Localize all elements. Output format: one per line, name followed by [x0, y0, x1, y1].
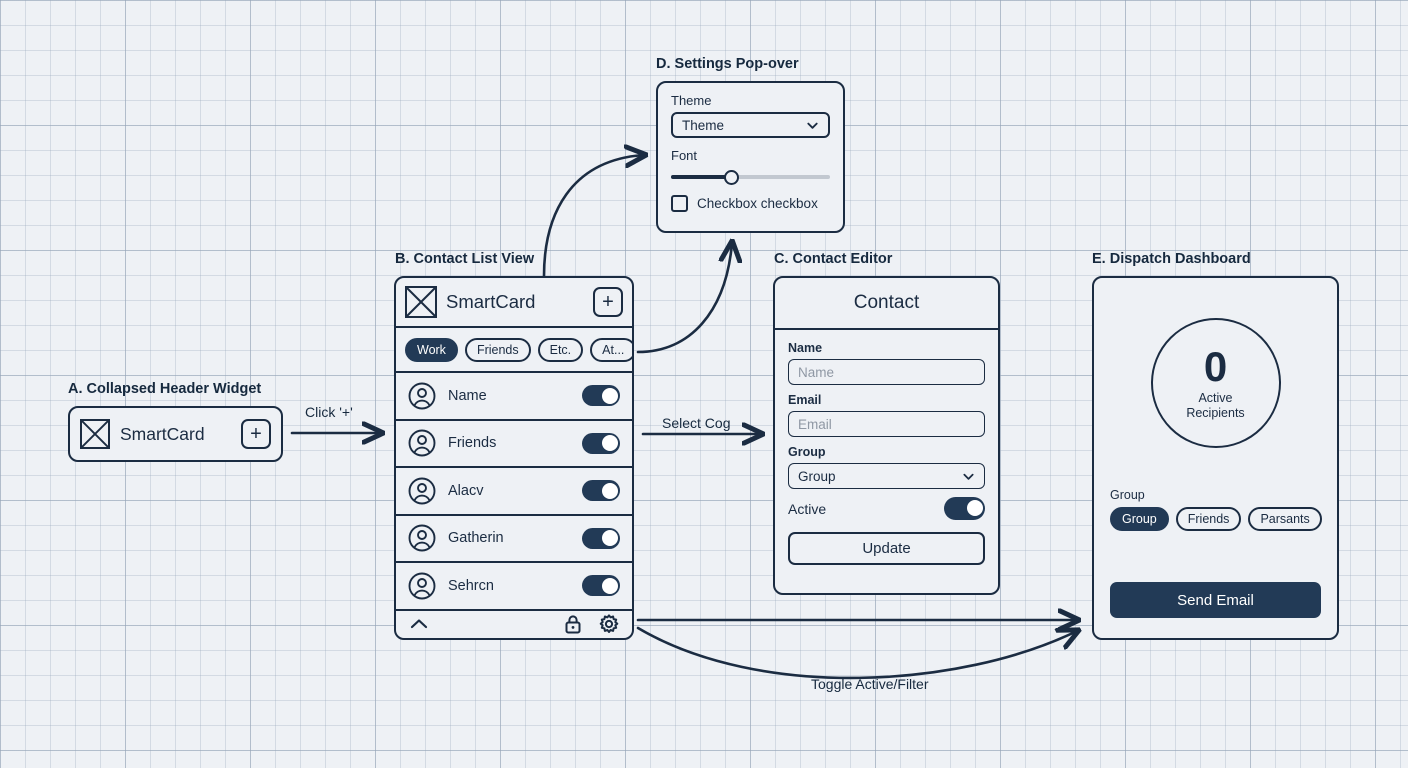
- gear-icon[interactable]: [598, 613, 620, 635]
- list-footer: [396, 611, 632, 639]
- contact-name: Name: [448, 387, 487, 404]
- group-chips[interactable]: Group Friends Parsants: [1110, 507, 1322, 531]
- group-label: Group: [1110, 488, 1145, 502]
- checkbox-label: Checkbox checkbox: [697, 196, 818, 211]
- arrow-b-to-e-curved: [636, 626, 1077, 680]
- avatar-icon: [408, 382, 436, 410]
- email-field[interactable]: Email: [788, 411, 985, 437]
- active-recipients-gauge: 0 Active Recipients: [1110, 278, 1321, 488]
- smartcard-logo-icon: [405, 286, 437, 318]
- name-field[interactable]: Name: [788, 359, 985, 385]
- slider-track: [671, 175, 830, 179]
- editor-form: Name Name Email Email Group Group Active…: [775, 330, 998, 593]
- checkbox-row[interactable]: Checkbox checkbox: [671, 195, 830, 212]
- theme-select-value: Theme: [682, 117, 725, 133]
- contact-active-toggle[interactable]: [582, 385, 620, 407]
- panel-settings-popover: Theme Theme Font Checkbox checkbox: [656, 81, 845, 233]
- contact-row[interactable]: Name: [396, 373, 632, 421]
- gauge-caption: Active Recipients: [1186, 391, 1244, 421]
- group-chip-friends[interactable]: Friends: [1175, 507, 1242, 531]
- active-recipients-count: 0: [1203, 342, 1228, 390]
- caption-b: B. Contact List View: [395, 251, 535, 267]
- list-title: SmartCard: [446, 291, 536, 312]
- contact-active-toggle[interactable]: [582, 575, 620, 597]
- contact-active-toggle[interactable]: [582, 527, 620, 549]
- group-filter-chips[interactable]: Work Friends Etc. At...: [396, 328, 632, 373]
- update-button[interactable]: Update: [788, 532, 985, 565]
- caption-a: A. Collapsed Header Widget: [68, 381, 262, 397]
- send-email-row: Send Email: [1110, 531, 1321, 638]
- send-email-button[interactable]: Send Email: [1110, 582, 1321, 618]
- theme-select[interactable]: Theme: [671, 112, 830, 138]
- contact-name: Friends: [448, 435, 497, 452]
- avatar-icon: [408, 477, 436, 505]
- name-label: Name: [788, 341, 823, 355]
- email-label: Email: [788, 393, 822, 407]
- contact-active-toggle[interactable]: [582, 480, 620, 502]
- gauge-caption-line1: Active: [1198, 390, 1233, 405]
- add-contact-button[interactable]: +: [241, 419, 271, 449]
- arrow-b-to-d-bottom: [636, 243, 732, 354]
- slider-thumb[interactable]: [723, 170, 739, 185]
- active-toggle-row: Active: [788, 497, 985, 520]
- gauge-circle: 0 Active Recipients: [1150, 318, 1281, 448]
- edge-label-select-cog: Select Cog: [662, 415, 731, 431]
- group-select-value: Group: [798, 468, 836, 484]
- checkbox[interactable]: [671, 195, 688, 212]
- avatar-icon: [408, 524, 436, 552]
- editor-title: Contact: [775, 278, 998, 330]
- avatar-icon: [408, 429, 436, 457]
- arrow-b-to-d-left: [542, 155, 644, 278]
- caption-d: D. Settings Pop-over: [656, 56, 799, 72]
- gauge-caption-line2: Recipients: [1186, 405, 1245, 420]
- widget-title: SmartCard: [120, 423, 205, 444]
- contact-row[interactable]: Gatherin: [396, 516, 632, 563]
- contact-active-toggle[interactable]: [582, 432, 620, 454]
- contact-row[interactable]: Sehrcn: [396, 563, 632, 611]
- filter-chip-at[interactable]: At...: [590, 337, 632, 362]
- panel-dispatch-dashboard: 0 Active Recipients Group Group Friends …: [1092, 276, 1339, 640]
- add-contact-button[interactable]: +: [593, 287, 623, 317]
- caption-e: E. Dispatch Dashboard: [1092, 251, 1251, 267]
- smartcard-logo-icon: [80, 419, 110, 449]
- theme-label: Theme: [671, 93, 712, 108]
- filter-chip-friends[interactable]: Friends: [464, 337, 531, 362]
- chevron-down-icon: [806, 119, 819, 132]
- edge-label-toggle-active-filter: Toggle Active/Filter: [811, 676, 929, 692]
- contact-name: Gatherin: [448, 530, 504, 547]
- slider-fill: [671, 175, 732, 179]
- filter-chip-work[interactable]: Work: [405, 337, 458, 362]
- panel-collapsed-header-widget[interactable]: SmartCard +: [68, 406, 283, 462]
- lock-icon[interactable]: [562, 613, 584, 635]
- group-chip-group[interactable]: Group: [1110, 507, 1169, 531]
- contact-row[interactable]: Friends: [396, 421, 632, 468]
- group-label: Group: [788, 445, 826, 459]
- panel-contact-list-view: SmartCard + Work Friends Etc. At... Name: [394, 276, 634, 640]
- list-header: SmartCard +: [396, 278, 632, 328]
- font-size-slider[interactable]: [671, 167, 830, 187]
- active-toggle[interactable]: [944, 497, 985, 520]
- panel-contact-editor: Contact Name Name Email Email Group Grou…: [773, 276, 1000, 595]
- avatar-icon: [408, 572, 436, 600]
- filter-chip-etc[interactable]: Etc.: [537, 337, 584, 362]
- font-label: Font: [671, 148, 698, 163]
- caption-c: C. Contact Editor: [774, 251, 893, 267]
- group-chip-parsants[interactable]: Parsants: [1248, 507, 1322, 531]
- contact-row[interactable]: Alacv: [396, 468, 632, 516]
- contact-name: Sehrcn: [448, 577, 494, 594]
- chevron-up-icon[interactable]: [408, 613, 430, 635]
- edge-label-click-plus: Click '+': [305, 404, 353, 420]
- active-label: Active: [788, 500, 827, 517]
- group-select[interactable]: Group: [788, 463, 985, 489]
- contact-name: Alacv: [448, 482, 484, 499]
- chevron-down-icon: [962, 470, 975, 483]
